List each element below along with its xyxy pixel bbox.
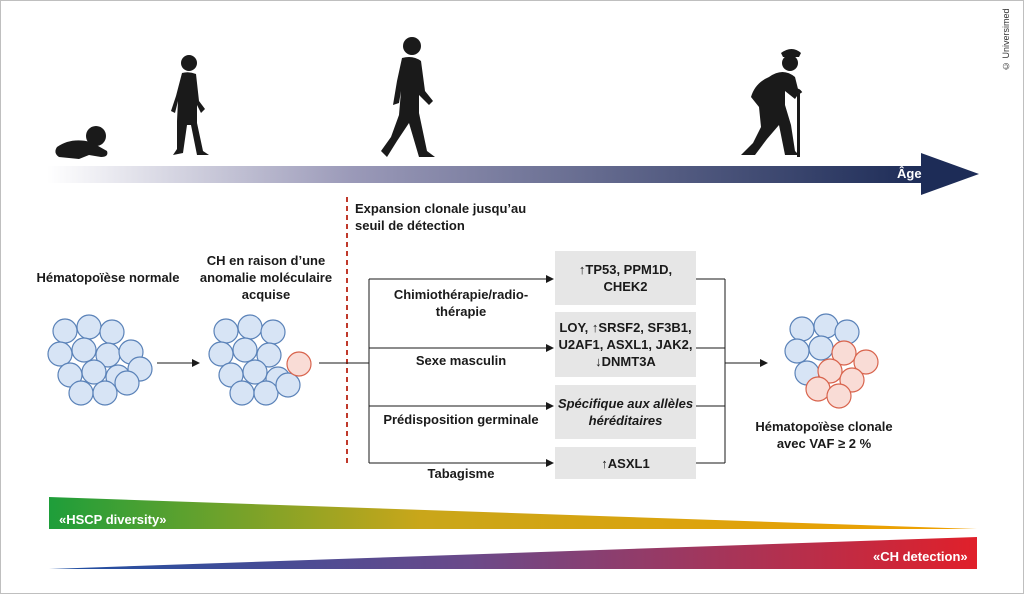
stage-clonal-label: Hématopoïèse clonale avec VAF ≥ 2 %	[739, 418, 909, 452]
child-icon	[171, 55, 209, 155]
copyright-notice: © Universimed	[1001, 8, 1011, 71]
factor-connectors	[319, 275, 768, 467]
stage-normal-label: Hématopoïèse normale	[36, 270, 180, 285]
stage-ch-line: CH en raison d’une	[206, 253, 326, 268]
gene-box-germline: Spécifique aux allèles héréditaires	[555, 385, 696, 439]
stage-ch-line: anomalie moléculaire	[199, 270, 333, 285]
stage-clonal-line: avec VAF ≥ 2 %	[776, 436, 872, 451]
gene-line: Spécifique aux allèles	[557, 396, 694, 411]
gene-line: ↑TP53, PPM1D,	[578, 262, 673, 277]
gene-line: CHEK2	[603, 279, 648, 294]
gene-box-chemo: ↑TP53, PPM1D, CHEK2	[555, 251, 696, 305]
factor-label-germline: Prédisposition germinale	[383, 412, 539, 427]
expansion-label-line: Expansion clonale jusqu’au	[355, 201, 527, 216]
factor-label-smoking: Tabagisme	[427, 466, 495, 481]
gene-line: U2AF1, ASXL1, JAK2,	[558, 337, 693, 352]
gene-line: LOY, ↑SRSF2, SF3B1,	[559, 320, 692, 335]
gene-box-smoking: ↑ASXL1	[555, 447, 696, 479]
ch-cell-cluster	[208, 314, 312, 406]
normal-cell-cluster	[47, 314, 153, 406]
clonal-cell-cluster	[784, 313, 879, 409]
stage-clonal-line: Hématopoïèse clonale	[755, 419, 893, 434]
factor-label-line: Chimiothérapie/radio-	[393, 287, 529, 302]
elderly-cane-icon	[741, 49, 803, 157]
hscp-diversity-wedge	[49, 497, 977, 529]
stage-ch-label: CH en raison d’une anomalie moléculaire …	[183, 252, 349, 303]
gene-line: ↓DNMT3A	[595, 354, 656, 369]
factor-label-male: Sexe masculin	[415, 353, 507, 368]
factor-label-chemo: Chimiothérapie/radio- thérapie	[371, 286, 551, 320]
stage-ch-line: acquise	[241, 287, 291, 302]
ch-detection-wedge	[49, 537, 977, 569]
factor-label-line: thérapie	[435, 304, 487, 319]
expansion-label: Expansion clonale jusqu’au seuil de déte…	[355, 200, 555, 234]
age-label: Âge	[897, 166, 922, 181]
hscp-diversity-label: «HSCP diversity»	[59, 512, 167, 527]
gene-box-male: LOY, ↑SRSF2, SF3B1, U2AF1, ASXL1, JAK2, …	[555, 312, 696, 377]
adult-walking-icon	[381, 37, 435, 157]
expansion-label-line: seuil de détection	[355, 218, 465, 233]
gene-line: héréditaires	[588, 413, 663, 428]
ch-detection-label: «CH detection»	[873, 549, 968, 564]
baby-crawling-icon	[55, 126, 108, 159]
gene-line: ↑ASXL1	[601, 455, 650, 471]
age-arrow	[47, 153, 979, 195]
